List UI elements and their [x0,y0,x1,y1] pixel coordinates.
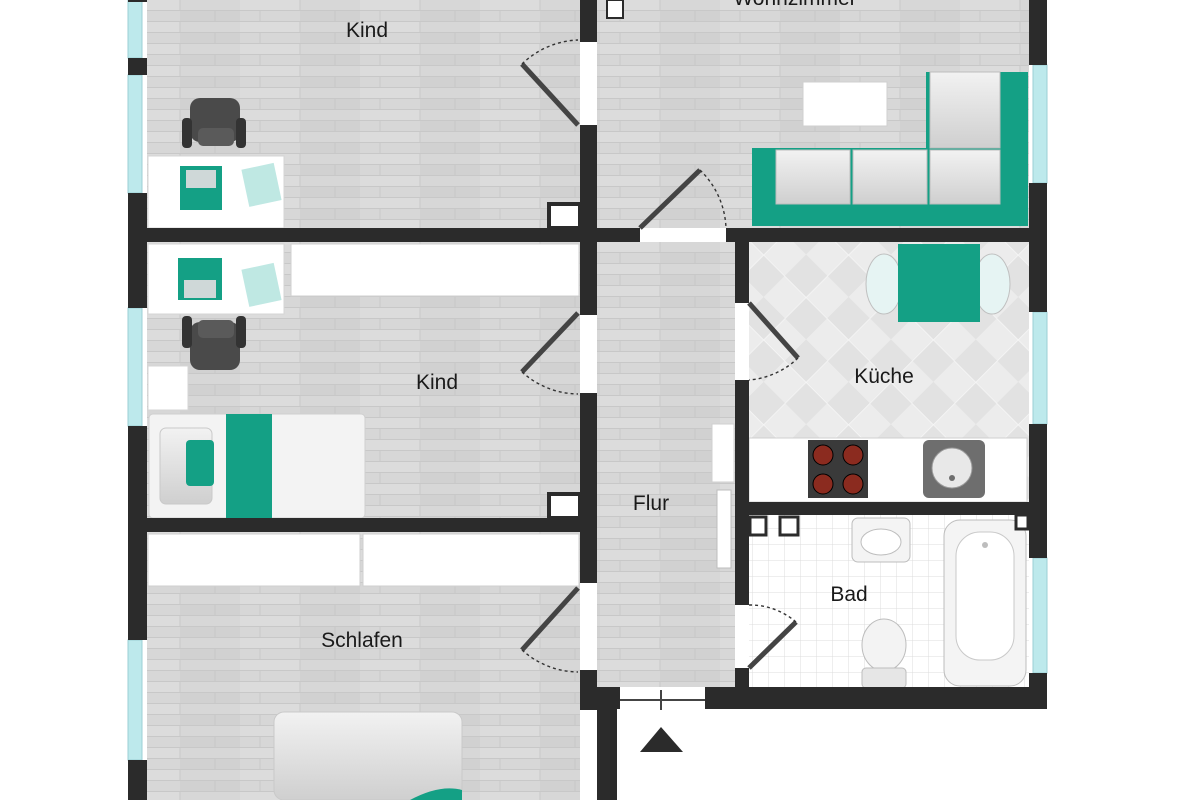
outer-wall-left-segment [128,426,147,640]
fridge [711,423,735,483]
room-label-kind-top: Kind [346,19,388,42]
room-label-kueche: Küche [854,365,914,388]
outer-wall-left-segment [128,193,147,308]
shaft-kind-top [547,202,582,230]
wall-kueche-bad [735,502,1047,515]
nightstand [147,365,189,411]
outer-wall-bottom [705,687,1047,709]
room-label-flur: Flur [633,492,669,515]
wall-wohnzimmer-bottom [726,228,1047,242]
kind-top-furniture [147,98,285,229]
schlafen-furniture [147,533,580,800]
wall-top-stub [580,0,597,40]
wall-kind-middle-bottom [128,518,597,532]
door-bad [747,604,798,670]
room-label-wohnzimmer: Wohnzimmer [733,0,856,10]
window-wohnzimmer [1032,64,1048,184]
stove [808,440,868,498]
shaft-left [748,515,768,537]
window-kind-middle-1 [127,307,143,427]
double-bed [273,711,463,800]
window-kind-top-1 [127,0,143,59]
bathroom-sink [851,517,911,563]
single-bed [148,413,366,519]
window-kueche [1032,311,1048,425]
outer-wall-schlafen-right [597,687,617,800]
outer-wall-right-segment [1029,183,1047,312]
wohnzimmer-furniture [752,71,1028,226]
wall-kind-top-bottom [128,228,640,242]
window-kind-top-2 [127,74,143,194]
bad-furniture [748,513,1030,689]
bathtub [943,519,1027,687]
room-labels: Kind Wohnzimmer Kind Küche Flur Bad Schl… [321,0,914,652]
outer-wall-right-segment [1029,424,1047,558]
wall-vertical-left [580,393,597,583]
wall-bad-left [735,668,749,708]
window-schlafen [127,639,143,761]
wohnzimmer-stub [606,0,624,19]
door-kueche [747,301,800,381]
walls [128,0,1047,800]
wall-kueche-left [735,380,749,605]
shaft-kind-middle [547,492,582,520]
door-wohnzimmer [638,168,727,230]
kind-middle-furniture [147,243,580,519]
doors [520,0,800,710]
wall-vertical-left [580,670,597,710]
flur-wardrobe [716,489,732,569]
room-label-schlafen: Schlafen [321,629,403,652]
outer-wall-right-segment [1029,0,1047,65]
kueche-furniture [711,244,1028,503]
shaft-right [1014,513,1030,531]
shaft-middle [778,515,800,537]
tv [802,81,888,127]
wardrobe [290,243,580,297]
office-chair [182,316,246,370]
wall-kueche-left [735,228,749,303]
dining-set [865,244,1011,322]
entrance-arrow-icon [640,727,683,752]
wall-vertical-left [580,125,597,315]
sofa [752,71,1028,226]
door-kind-top [520,39,580,127]
outer-wall-left-segment [128,760,147,800]
door-kind-middle [520,311,580,395]
room-label-bad: Bad [830,583,867,606]
kitchen-sink [923,440,985,498]
wardrobe-right [362,533,580,587]
door-schlafen [520,586,580,673]
entrance-door [620,690,705,710]
counter [748,437,1028,503]
window-bad [1032,557,1048,674]
outer-wall-left-segment [128,58,147,75]
wardrobe-left [147,533,361,587]
office-chair [182,98,246,148]
room-label-kind-middle: Kind [416,371,458,394]
windows [127,0,1048,761]
toilet [861,618,907,689]
